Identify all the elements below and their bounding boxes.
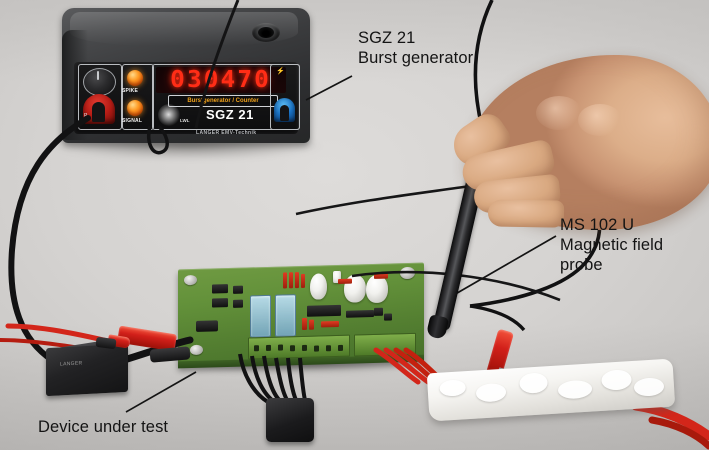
level-dial-knob[interactable]	[83, 68, 116, 96]
pcb-led	[289, 272, 293, 289]
annotation-probe-line3: probe	[560, 256, 603, 274]
device-under-test-board	[178, 262, 424, 368]
ring-finger	[487, 199, 565, 228]
pcb-resistor	[338, 278, 352, 284]
pcb-resistor	[309, 319, 314, 330]
red-output-connector[interactable]	[83, 94, 115, 124]
foam-texture	[633, 377, 665, 397]
langer-hand-logo-icon	[158, 104, 180, 126]
pcb-screw	[184, 274, 197, 286]
red-cable-exit	[631, 401, 709, 441]
pcb-screw	[400, 266, 415, 280]
high-voltage-warning-icon: ⚡	[276, 68, 285, 75]
probe-lead	[469, 304, 526, 332]
spike-led	[127, 70, 143, 86]
pcb-resistor	[302, 317, 307, 330]
knuckle-highlight	[536, 96, 582, 130]
background-cable	[295, 184, 471, 216]
magnetic-field-probe-tip	[425, 314, 450, 340]
pcb-capacitor	[310, 273, 327, 300]
foam-texture	[557, 379, 593, 400]
pcb-led	[301, 273, 305, 288]
pcb-terminal-block[interactable]	[354, 332, 416, 357]
terminal-hole	[314, 345, 319, 352]
pcb-power-transistor	[196, 320, 218, 332]
leader-line-generator	[305, 75, 353, 101]
terminal-hole	[266, 344, 271, 351]
foam-test-strip	[426, 358, 676, 422]
annotation-probe-line2: Magnetic field	[560, 236, 664, 254]
display-subtitle-plate: Burstgenerator / Counter	[168, 95, 278, 107]
display-subtitle: Burstgenerator / Counter	[187, 98, 259, 104]
lwl-port-label: LWL	[180, 118, 190, 123]
foam-texture	[600, 369, 633, 391]
seven-segment-display: 030470	[156, 67, 286, 93]
foam-texture	[475, 382, 507, 403]
led-indicator-group	[122, 64, 154, 130]
annotation-sgz21-line2: Burst generator	[358, 49, 474, 67]
pcb-ic	[374, 307, 383, 316]
connector-block-bottom	[266, 398, 314, 442]
pcb-relay	[275, 294, 296, 337]
pcb-ic	[384, 313, 392, 321]
pcb-resistor-array	[321, 320, 339, 328]
terminal-hole	[278, 344, 283, 351]
annotation-dut-line1: Device under test	[38, 418, 169, 436]
pcb-ic	[212, 284, 228, 294]
pcb-resistor	[374, 273, 388, 279]
terminal-hole	[290, 345, 295, 352]
spike-led-label: SPIKE	[122, 88, 139, 94]
leader-line-dut	[125, 371, 197, 413]
terminal-hole	[326, 345, 331, 352]
generator-brand-label: LANGER EMV-Technik	[196, 130, 257, 136]
knuckle-highlight	[578, 104, 622, 136]
blue-output-connector[interactable]	[274, 98, 295, 122]
annotation-probe-line1: MS 102 U	[560, 216, 635, 234]
foam-texture	[439, 379, 467, 397]
pcb-screw	[190, 344, 203, 356]
terminal-hole	[302, 344, 307, 351]
display-value: 030470	[170, 67, 272, 93]
pcb-led	[295, 272, 299, 289]
pcb-ic	[212, 298, 228, 308]
pcb-ic	[346, 309, 374, 318]
terminal-hole	[254, 345, 259, 352]
pcb-relay	[250, 294, 271, 338]
left-control-group	[78, 64, 122, 130]
right-control-group	[270, 64, 300, 130]
pcb-transistor	[233, 299, 243, 308]
coupling-module-marking: LANGER	[60, 360, 83, 368]
coupling-module-left	[46, 343, 128, 397]
generator-model-label: SGZ 21	[206, 107, 254, 122]
connector-polarity-label: P	[84, 113, 88, 119]
signal-led-label: SIGNAL	[122, 118, 143, 124]
signal-led	[127, 100, 143, 116]
annotation-dut: Device under test	[38, 417, 168, 437]
generator-output-port-hole	[258, 27, 274, 38]
pcb-transistor	[233, 285, 243, 294]
pcb-dip-ic	[307, 304, 341, 317]
pcb-led	[283, 272, 287, 289]
annotation-probe: MS 102 U Magnetic field probe	[560, 215, 663, 275]
terminal-hole	[338, 344, 343, 351]
pcb-terminal-block[interactable]	[248, 334, 350, 360]
foam-texture	[518, 372, 549, 394]
annotation-sgz21: SGZ 21 Burst generator	[358, 28, 473, 68]
annotation-sgz21-line1: SGZ 21	[358, 29, 416, 47]
red-cable-exit	[648, 416, 709, 450]
